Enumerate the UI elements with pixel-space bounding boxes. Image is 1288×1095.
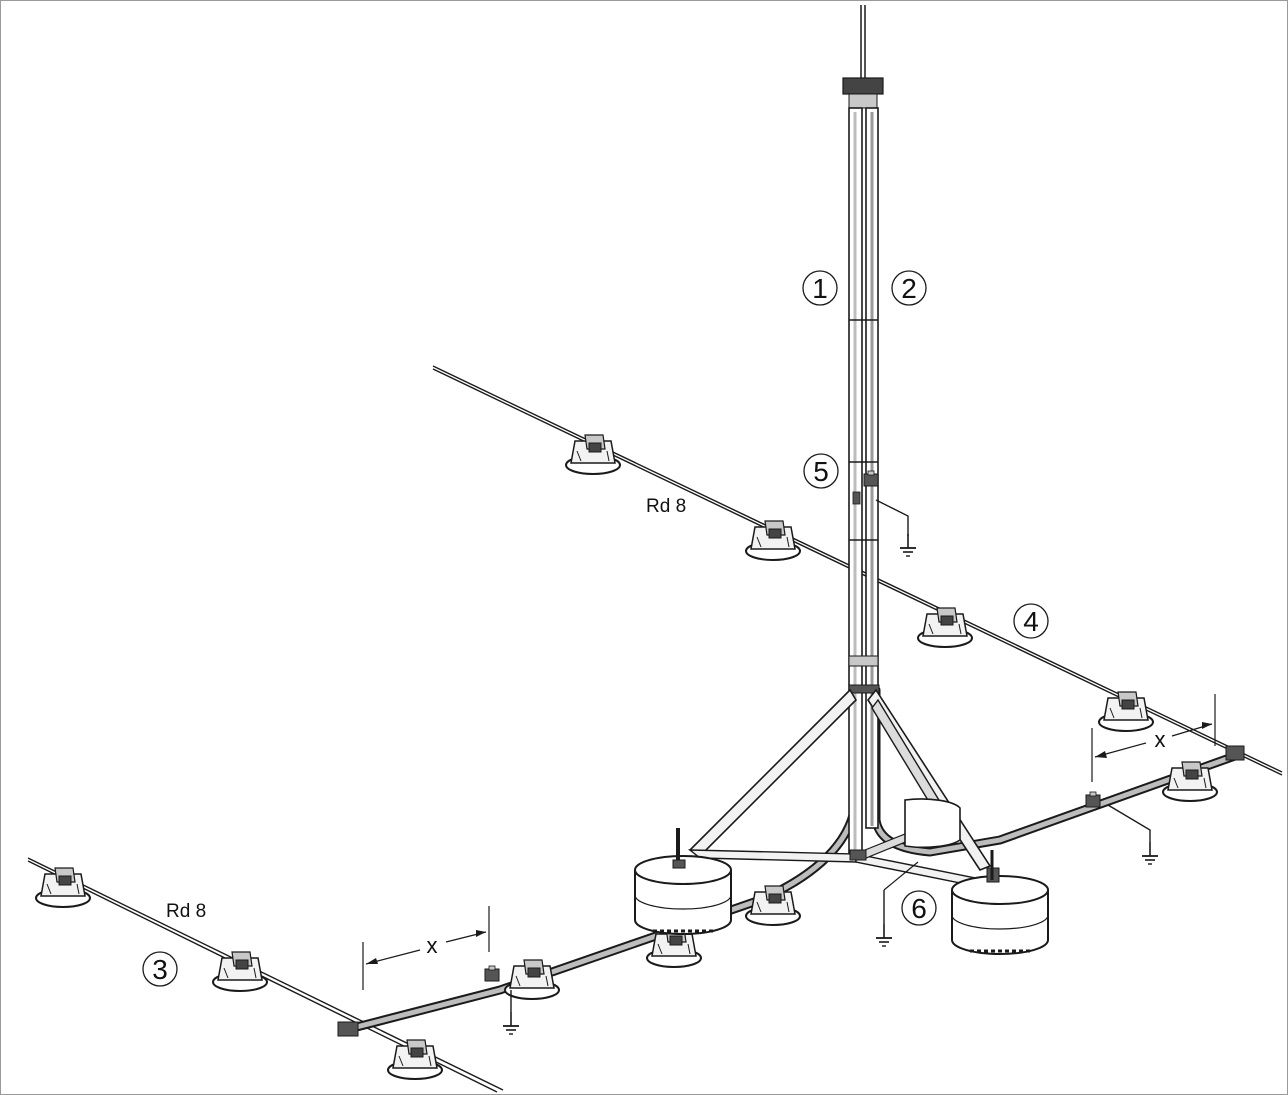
earth-ground-icon [875, 923, 893, 947]
svg-text:6: 6 [911, 893, 927, 924]
earth-ground-icon [899, 533, 917, 557]
air-termination-mast-icon [842, 5, 884, 859]
callout-4: 4 [1013, 603, 1049, 639]
insulated-conductor-left [337, 685, 861, 1037]
roof-conductor-holder-icon [387, 1039, 443, 1080]
earth-ground-icon [502, 1011, 520, 1035]
roof-conductor-holder-icon [504, 959, 560, 1000]
earth-ground-left [484, 965, 520, 1035]
callout-6: 6 [901, 890, 937, 926]
dimension-x-left: x [362, 906, 490, 990]
conductor-label-upper: Rd 8 [646, 496, 686, 517]
earth-ground-6 [875, 861, 919, 947]
callout-2: 2 [891, 270, 927, 306]
concrete-base-weight-icon [633, 828, 733, 936]
callout-5: 5 [803, 453, 839, 489]
roof-conductor-holder-icon [745, 885, 801, 926]
svg-text:2: 2 [901, 273, 917, 304]
roof-conductor-holder-icon [745, 520, 801, 561]
callout-1: 1 [802, 270, 838, 306]
dimension-x-label: x [1155, 727, 1166, 752]
earth-ground-right [1085, 791, 1159, 865]
roof-conductor-holder-icon [565, 434, 621, 475]
roof-conductor-holder-icon [35, 867, 91, 908]
dimension-x-right: x [1091, 694, 1216, 782]
conductor-label-lower: Rd 8 [166, 901, 206, 922]
svg-text:5: 5 [813, 456, 829, 487]
roof-conductor-holder-icon [917, 607, 973, 648]
tripod-stand [687, 688, 992, 889]
dimension-x-label: x [427, 933, 438, 958]
concrete-base-weight-icon [904, 798, 961, 849]
roof-conductor-holder-icon [212, 951, 268, 992]
svg-text:1: 1 [812, 273, 828, 304]
earth-ground-5 [875, 499, 917, 557]
earth-ground-icon [1141, 841, 1159, 865]
roof-conductor-holder-icon [1098, 691, 1154, 732]
concrete-base-weight-icon [950, 850, 1050, 956]
svg-text:3: 3 [152, 954, 168, 985]
svg-text:4: 4 [1023, 606, 1039, 637]
callout-3: 3 [142, 951, 178, 987]
